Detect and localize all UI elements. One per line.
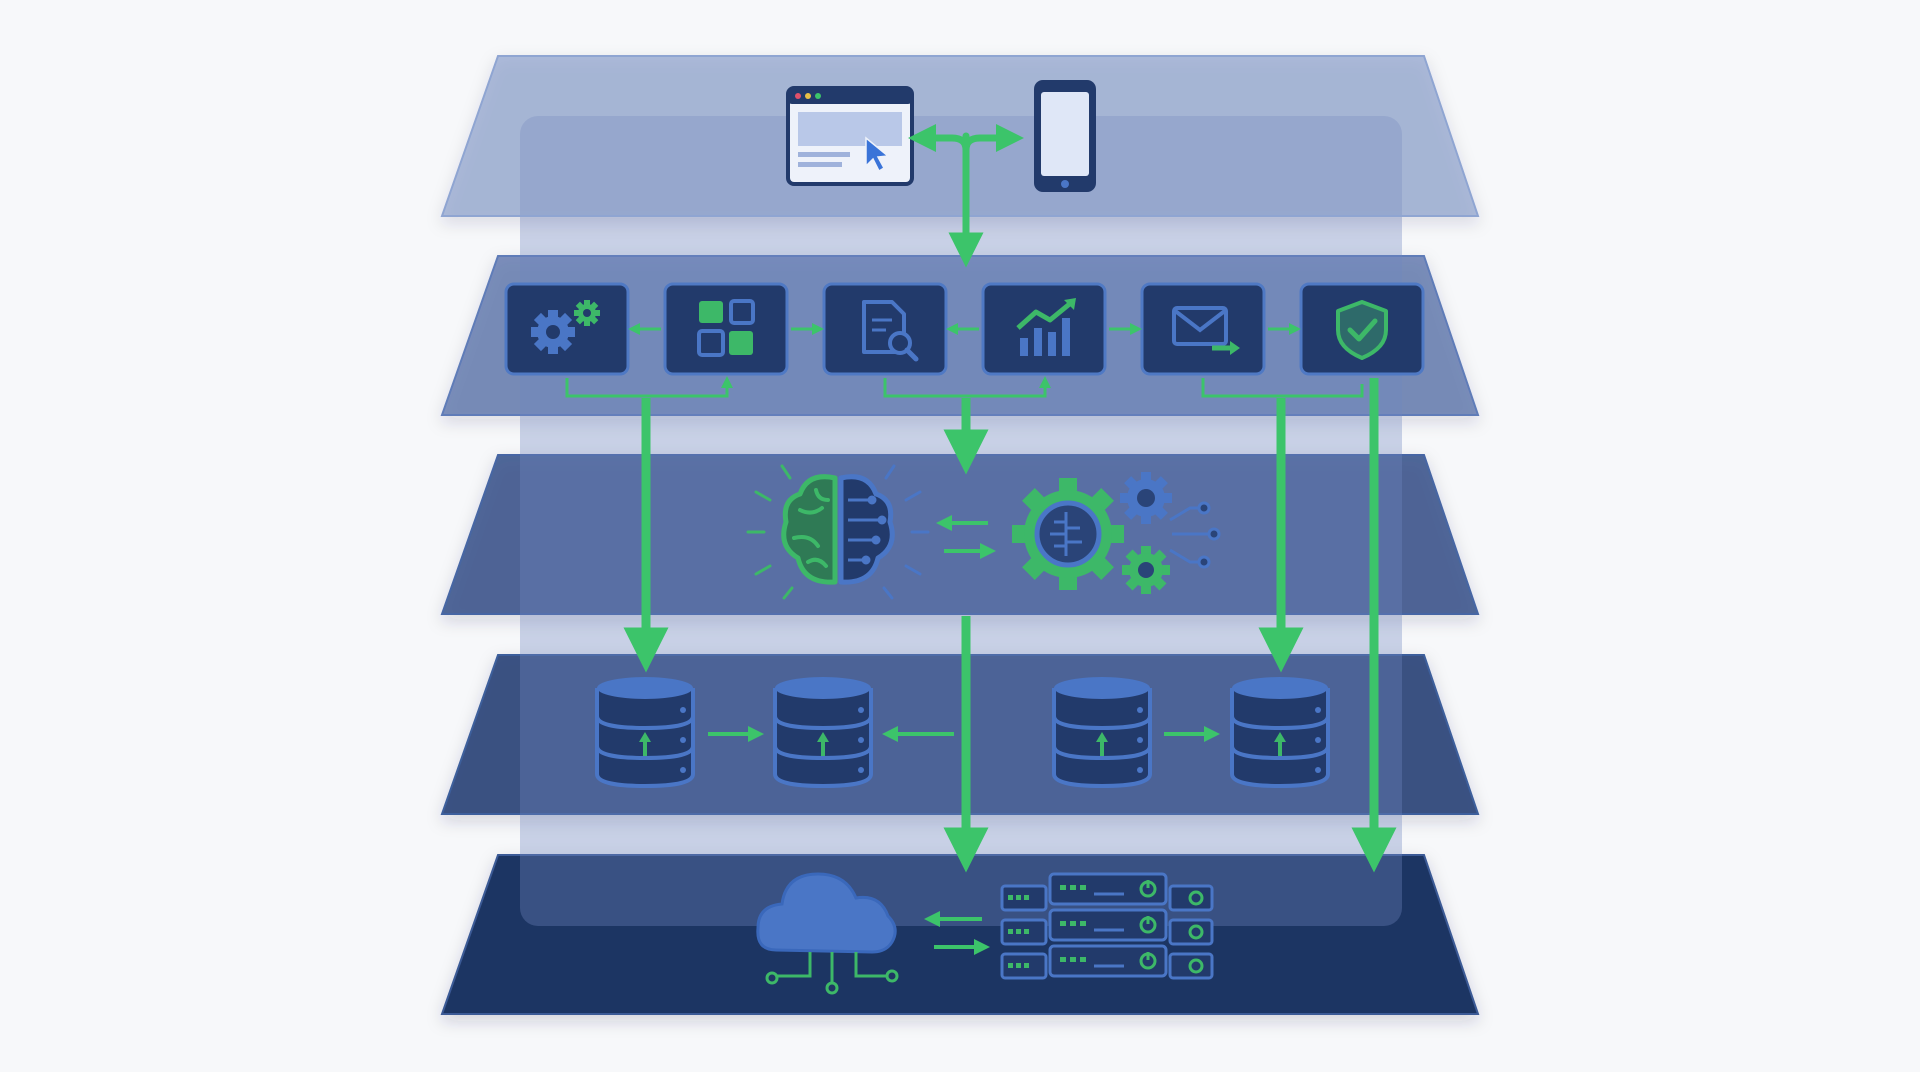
tile-integration xyxy=(663,282,789,376)
database-icon xyxy=(1230,675,1330,788)
small-gear-icon xyxy=(1120,472,1221,594)
gears-icon xyxy=(531,300,600,354)
layer-plate-infrastructure xyxy=(440,854,1480,1015)
mail-send-icon xyxy=(1172,306,1240,355)
shield-check-icon xyxy=(1336,300,1388,360)
browser-window-icon xyxy=(786,86,914,186)
database-icon xyxy=(1052,675,1152,788)
cloud-network-icon xyxy=(756,872,899,995)
service-flow-arrows xyxy=(565,323,1364,398)
puzzle-blocks-icon xyxy=(697,299,755,357)
tile-analytics xyxy=(981,282,1107,376)
infra-exchange-arrows xyxy=(924,911,990,955)
layer-plate-ai xyxy=(440,454,1480,615)
mobile-phone-icon xyxy=(1034,80,1096,192)
ai-exchange-arrows xyxy=(936,515,996,559)
client-connector-arrows xyxy=(908,124,1024,268)
ai-gear-chip-icon xyxy=(1012,478,1124,590)
layer-plate-data xyxy=(440,654,1480,815)
ai-brain-icon xyxy=(746,464,930,600)
document-search-icon xyxy=(862,300,919,362)
cross-layer-arrows xyxy=(623,378,1397,873)
server-rack-icon xyxy=(1000,872,1214,980)
database-icon xyxy=(595,677,695,789)
database-icon xyxy=(773,675,873,788)
analytics-chart-icon xyxy=(1016,298,1076,356)
